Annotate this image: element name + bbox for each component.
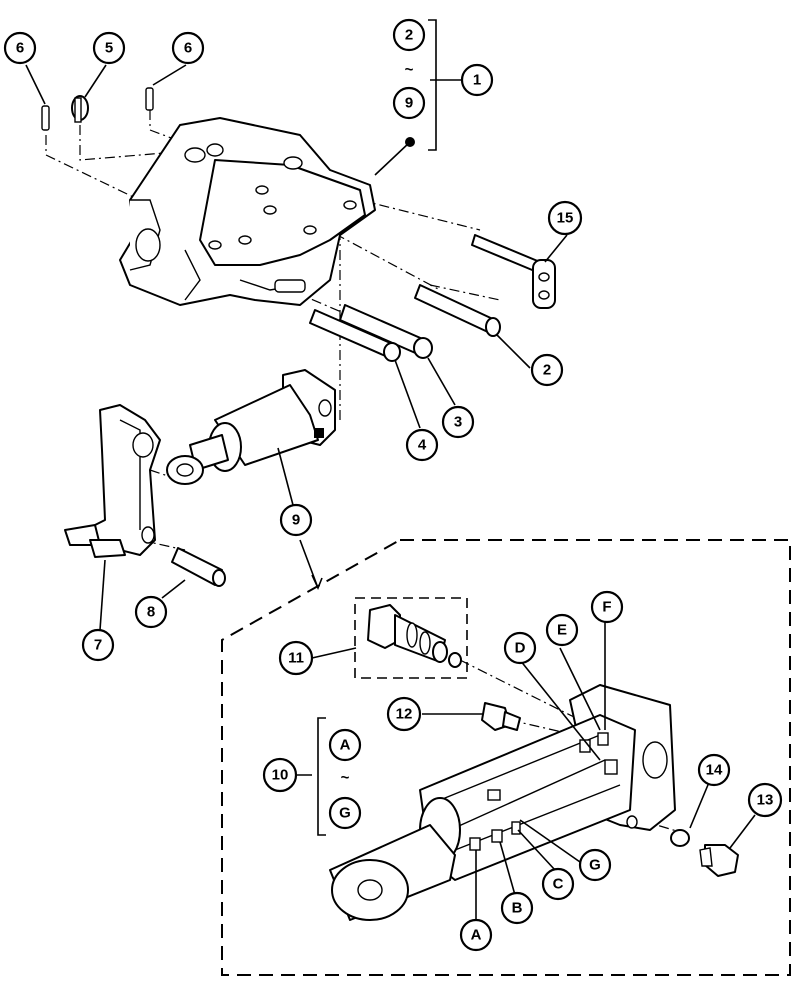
callout-F: F xyxy=(590,590,624,624)
lynch-pin xyxy=(71,95,89,123)
callout-B: B xyxy=(500,891,534,925)
callout-10: 10 xyxy=(262,757,298,793)
callout-G-kit: G xyxy=(328,796,362,830)
callout-3: 3 xyxy=(441,405,475,439)
hydraulic-cylinder-upper xyxy=(166,369,336,485)
leader-lines xyxy=(25,64,756,920)
hook-bracket xyxy=(64,404,161,558)
callout-7: 7 xyxy=(81,628,115,662)
coupler-bracket xyxy=(119,117,376,306)
svg-text:10: 10 xyxy=(272,767,289,784)
svg-text:9: 9 xyxy=(292,512,300,529)
callout-2-range-start: 2 xyxy=(392,18,426,52)
fitting-13 xyxy=(699,844,739,877)
svg-text:2: 2 xyxy=(543,362,551,379)
svg-text:5: 5 xyxy=(105,40,113,57)
callout-9: 9 xyxy=(279,503,313,537)
leader-assembly xyxy=(374,141,411,176)
callout-11: 11 xyxy=(278,640,314,676)
callout-15: 15 xyxy=(547,200,583,236)
callout-14: 14 xyxy=(697,753,731,787)
pin-15 xyxy=(471,234,556,309)
svg-text:4: 4 xyxy=(418,437,427,454)
callout-6-left: 6 xyxy=(3,31,37,65)
pin-3 xyxy=(339,304,433,359)
svg-text:3: 3 xyxy=(454,414,462,431)
bracket-seal-kit xyxy=(317,717,326,836)
svg-text:12: 12 xyxy=(396,706,413,723)
pin-4 xyxy=(309,309,401,362)
svg-text:C: C xyxy=(553,876,564,893)
o-ring-14 xyxy=(670,829,690,847)
roll-pin-right xyxy=(145,87,154,111)
svg-text:A: A xyxy=(471,927,482,944)
callout-8: 8 xyxy=(134,595,168,629)
svg-text:2: 2 xyxy=(405,27,413,44)
callout-C: C xyxy=(541,867,575,901)
callout-A: A xyxy=(459,918,493,952)
leader-arrowhead xyxy=(311,574,323,591)
svg-text:1: 1 xyxy=(473,72,481,89)
svg-text:A: A xyxy=(340,737,351,754)
callout-12: 12 xyxy=(386,696,422,732)
pin-8 xyxy=(171,547,226,587)
svg-text:G: G xyxy=(339,805,351,822)
bracket-assembly xyxy=(428,19,437,151)
callout-2: 2 xyxy=(530,353,564,387)
callout-6-right: 6 xyxy=(171,31,205,65)
svg-text:7: 7 xyxy=(94,637,102,654)
fitting-12 xyxy=(481,702,521,731)
svg-text:D: D xyxy=(515,640,526,657)
svg-text:B: B xyxy=(512,900,523,917)
callout-G: G xyxy=(578,848,612,882)
svg-text:8: 8 xyxy=(147,604,155,621)
callout-A-kit: A xyxy=(328,728,362,762)
range-tilde-top: ~ xyxy=(405,62,414,79)
svg-text:G: G xyxy=(589,857,601,874)
svg-text:13: 13 xyxy=(757,792,774,809)
svg-text:15: 15 xyxy=(557,210,574,227)
callout-D: D xyxy=(503,631,537,665)
svg-text:9: 9 xyxy=(405,95,413,112)
valve-subinset xyxy=(354,597,468,679)
svg-text:11: 11 xyxy=(288,650,304,667)
detail-inset-boundary xyxy=(221,539,791,976)
callout-13: 13 xyxy=(747,782,783,818)
cylinder-cutaway xyxy=(329,684,676,921)
callout-E: E xyxy=(545,613,579,647)
callout-5: 5 xyxy=(92,31,126,65)
svg-text:6: 6 xyxy=(16,40,24,57)
callout-4: 4 xyxy=(405,428,439,462)
roll-pin-left xyxy=(41,105,50,131)
callout-9-range-end: 9 xyxy=(392,86,426,120)
svg-text:6: 6 xyxy=(184,40,192,57)
svg-text:E: E xyxy=(557,622,567,639)
svg-text:F: F xyxy=(602,599,611,616)
range-tilde-kit: ~ xyxy=(341,770,350,787)
cartridge-valve xyxy=(367,604,462,668)
pin-2 xyxy=(414,284,501,337)
svg-text:14: 14 xyxy=(706,762,723,779)
callout-1: 1 xyxy=(460,63,494,97)
